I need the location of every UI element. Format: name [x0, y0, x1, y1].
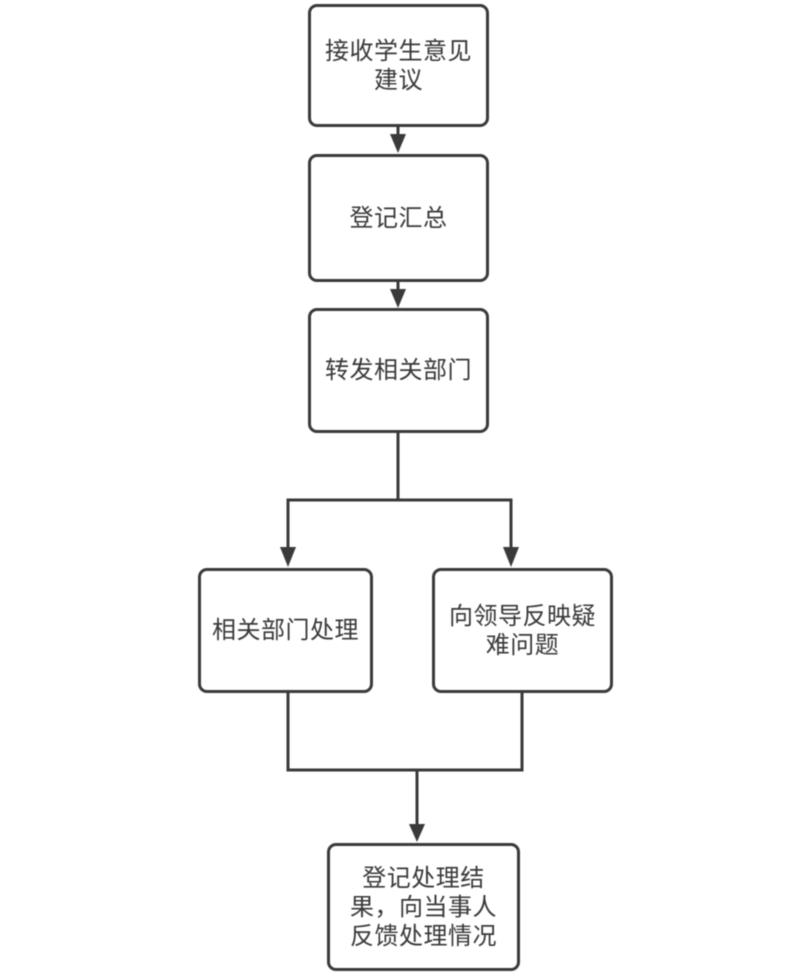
flow-node-record-result-feedback: 登记处理结 果，向当事人 反馈处理情况: [327, 843, 520, 971]
arrowhead-branch-leaders: [503, 547, 519, 567]
node-label-line: 相关部门处理: [212, 617, 359, 644]
connector-forward-branch: [286, 432, 513, 551]
arrowhead-receive-register: [390, 134, 406, 153]
arrowhead-merge-result: [409, 824, 425, 842]
node-label-line: 转发相关部门: [325, 357, 472, 384]
node-label-line: 接收学生意见: [325, 37, 472, 65]
node-label-line: 建议: [374, 66, 423, 94]
node-label-line: 登记汇总: [349, 204, 448, 232]
node-label-line: 难问题: [485, 631, 560, 659]
node-label-line: 反馈处理情况: [350, 922, 497, 950]
node-label-line: 果，向当事人: [350, 893, 497, 921]
flow-node-receive-feedback: 接收学生意见 建议: [308, 4, 489, 127]
node-label-line: 向领导反映疑: [449, 602, 596, 630]
connector-merge-result: [286, 692, 524, 828]
arrowhead-register-forward: [390, 289, 406, 308]
flow-node-department-handle: 相关部门处理: [198, 568, 373, 693]
flow-node-report-to-leaders: 向领导反映疑 难问题: [432, 568, 613, 693]
flow-node-register-summarize: 登记汇总: [308, 154, 489, 282]
node-label-line: 登记处理结: [362, 864, 485, 892]
flow-node-forward-departments: 转发相关部门: [308, 308, 489, 433]
arrowhead-branch-department: [280, 547, 296, 567]
